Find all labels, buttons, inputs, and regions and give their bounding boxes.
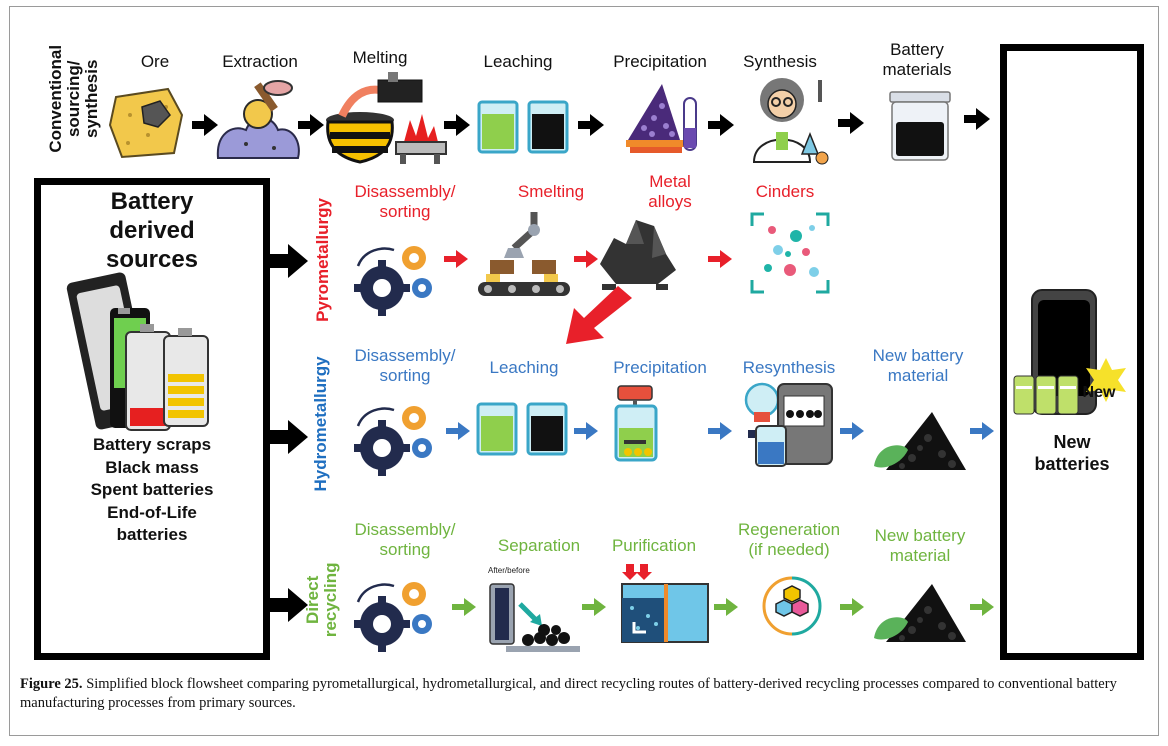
pyro-step-label-smelting: Smelting bbox=[517, 182, 585, 201]
direct-arrow-1 bbox=[452, 598, 476, 616]
scientist-icon bbox=[752, 78, 829, 165]
pyro-step-label-metal-alloys: Metal alloys bbox=[648, 172, 692, 212]
black-mass-pile-icon bbox=[874, 584, 966, 642]
source-item-black-mass: Black mass bbox=[105, 457, 199, 477]
separation-small-text: After/before bbox=[488, 566, 530, 575]
separation-icon bbox=[489, 583, 580, 652]
step-label-melting: Melting bbox=[352, 48, 408, 67]
direct-step-label-new-material: New battery material bbox=[874, 526, 966, 566]
direct-recycling-label: Direct recycling bbox=[303, 562, 340, 638]
pyro-step-label-disassembly: Disassembly/ sorting bbox=[354, 182, 456, 222]
source-item-eol: End-of-Life bbox=[107, 502, 197, 522]
hydro-arrow-4 bbox=[840, 422, 864, 440]
hydro-step-label-resynthesis: Resynthesis bbox=[742, 358, 836, 377]
new-badge: New bbox=[1082, 384, 1116, 401]
figure-caption: Figure 25. Simplified block flowsheet co… bbox=[20, 675, 1140, 713]
cinders-particles-icon bbox=[750, 212, 830, 294]
hydro-arrow-1 bbox=[446, 422, 470, 440]
metal-alloy-rocks-icon bbox=[600, 220, 676, 290]
direct-step-label-regeneration: Regeneration (if needed) bbox=[737, 520, 841, 560]
conv-arrow-7 bbox=[964, 108, 990, 130]
sources-to-direct-arrow bbox=[268, 588, 308, 622]
caption-label: Figure 25. bbox=[20, 676, 83, 692]
sources-items: Battery scraps Black mass Spent batterie… bbox=[34, 434, 270, 547]
pyrometallurgy-label: Pyrometallurgy bbox=[313, 198, 333, 322]
step-label-extraction: Extraction bbox=[222, 52, 298, 71]
direct-arrow-3 bbox=[714, 598, 738, 616]
new-batteries-icon bbox=[1013, 289, 1126, 415]
leaching-beakers-icon bbox=[477, 100, 569, 154]
conv-arrow-6 bbox=[838, 112, 864, 134]
hydrometallurgy-label: Hydrometallurgy bbox=[311, 356, 331, 492]
hydro-step-label-disassembly: Disassembly/ sorting bbox=[354, 346, 456, 386]
conventional-row-label: Conventional sourcing/ synthesis bbox=[46, 44, 101, 153]
source-item-spent: Spent batteries bbox=[90, 480, 214, 500]
purification-tank-icon bbox=[621, 564, 709, 643]
resynthesis-equipment-icon bbox=[744, 382, 833, 467]
gears-icon bbox=[354, 406, 432, 476]
hydro-step-label-new-material: New battery material bbox=[872, 346, 964, 386]
precipitation-icon bbox=[626, 84, 697, 153]
leaching-beakers-icon bbox=[476, 402, 568, 456]
caption-text: Simplified block flowsheet comparing pyr… bbox=[20, 676, 1117, 712]
sources-to-pyro-arrow bbox=[268, 244, 308, 278]
ore-icon bbox=[108, 87, 184, 159]
conv-arrow-2 bbox=[298, 114, 324, 136]
direct-step-label-separation: Separation bbox=[497, 536, 581, 555]
step-label-synthesis: Synthesis bbox=[743, 52, 817, 71]
battery-material-jar-icon bbox=[889, 91, 951, 161]
figure-frame bbox=[9, 6, 1159, 736]
conv-arrow-1 bbox=[192, 114, 218, 136]
direct-arrow-5 bbox=[970, 598, 994, 616]
conv-arrow-5 bbox=[708, 114, 734, 136]
gears-icon bbox=[354, 582, 432, 652]
conveyor-robot-icon bbox=[478, 212, 570, 296]
conv-arrow-3 bbox=[444, 114, 470, 136]
black-mass-pile-icon bbox=[874, 412, 966, 470]
hydro-arrow-5 bbox=[970, 422, 994, 440]
pyro-step-label-cinders: Cinders bbox=[755, 182, 815, 201]
new-batteries-title: New batteries bbox=[1034, 432, 1110, 474]
direct-arrow-2 bbox=[582, 598, 606, 616]
sources-title: Battery derived sources bbox=[105, 188, 199, 273]
pyro-arrow-2 bbox=[574, 250, 598, 268]
extraction-icon bbox=[216, 80, 300, 159]
step-label-battery-materials: Battery materials bbox=[882, 40, 952, 80]
pyro-to-hydro-diagonal-arrow bbox=[566, 286, 632, 344]
gears-icon bbox=[354, 246, 432, 316]
conv-arrow-4 bbox=[578, 114, 604, 136]
direct-step-label-disassembly: Disassembly/ sorting bbox=[354, 520, 456, 560]
regeneration-cycle-icon bbox=[762, 576, 822, 636]
hydro-arrow-3 bbox=[708, 422, 732, 440]
step-label-precipitation: Precipitation bbox=[613, 52, 707, 71]
hydro-step-label-precipitation: Precipitation bbox=[613, 358, 707, 377]
step-label-ore: Ore bbox=[140, 52, 170, 71]
melting-icon bbox=[326, 72, 447, 164]
source-item-eol-2: batteries bbox=[116, 525, 188, 545]
direct-arrow-4 bbox=[840, 598, 864, 616]
stirred-reactor-icon bbox=[614, 385, 658, 462]
step-label-leaching: Leaching bbox=[483, 52, 553, 71]
source-item-scraps: Battery scraps bbox=[92, 435, 212, 454]
batteries-stack-icon bbox=[66, 272, 209, 431]
direct-step-label-purification: Purification bbox=[611, 536, 697, 555]
hydro-step-label-leaching: Leaching bbox=[489, 358, 559, 377]
sources-to-hydro-arrow bbox=[268, 420, 308, 454]
pyro-arrow-3 bbox=[708, 250, 732, 268]
hydro-arrow-2 bbox=[574, 422, 598, 440]
pyro-arrow-1 bbox=[444, 250, 468, 268]
